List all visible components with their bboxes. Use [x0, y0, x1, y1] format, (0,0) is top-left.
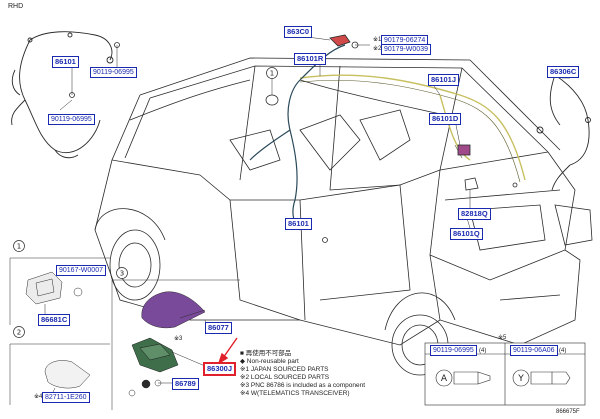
- callout-2: 2: [17, 329, 21, 337]
- pn-86789[interactable]: 86789: [172, 378, 199, 390]
- callout-circles: [13, 67, 278, 338]
- note-line: ※4 W(TELEMATICS TRANSCEIVER): [240, 390, 350, 397]
- pn-90119-06995-left[interactable]: 90119-06995: [48, 114, 95, 125]
- pn-86077[interactable]: 86077: [205, 322, 232, 334]
- note-line: ※2 LOCAL SOURCED PARTS: [240, 374, 330, 381]
- pn-90119-06995-top[interactable]: 90119-06995: [90, 67, 137, 78]
- pn-86101-center[interactable]: 86101: [285, 218, 312, 230]
- inset-1: [9, 257, 110, 325]
- pn-86101q[interactable]: 86101Q: [450, 228, 483, 240]
- pn-86101r[interactable]: 86101R: [294, 53, 327, 65]
- antenna-harness: [249, 44, 346, 231]
- note-line: ■ 再使用不可部品: [240, 350, 292, 357]
- mark-x5: ※5: [498, 335, 507, 341]
- pn-863c0[interactable]: 863C0: [284, 26, 313, 38]
- pn-82818q[interactable]: 82818Q: [458, 208, 491, 220]
- callout-1-main: 1: [270, 70, 274, 78]
- inset-2: [9, 343, 110, 405]
- legend-pn-1[interactable]: 90119-06995: [430, 345, 477, 356]
- mark-x3: ※3: [174, 336, 183, 342]
- mark-x2-top: ※2: [373, 46, 382, 52]
- mark-x4: ※4: [34, 394, 43, 400]
- note-line: ※1 JAPAN SOURCED PARTS: [240, 366, 329, 373]
- legend-symbol-a: A: [441, 374, 448, 384]
- figure-id: 866675F: [556, 409, 580, 415]
- pn-86101d[interactable]: 86101D: [429, 113, 462, 125]
- note-line: ◆ Non-reusable part: [240, 358, 299, 365]
- car-body: [94, 57, 593, 376]
- pn-86306c[interactable]: 86306C: [547, 66, 580, 78]
- callout-3: 3: [120, 270, 124, 278]
- corner-label: RHD: [8, 3, 24, 10]
- legend-symbol-y: Y: [517, 374, 524, 384]
- pn-90179-w0039[interactable]: 90179-W0039: [381, 44, 431, 55]
- right-harness: [536, 74, 591, 191]
- note-line: ※3 PNC 86786 is included as a component: [240, 382, 366, 389]
- notes-list: ■ 再使用不可部品 ◆ Non-reusable part ※1 JAPAN S…: [240, 350, 365, 398]
- pn-86101j[interactable]: 86101J: [428, 74, 460, 86]
- legend-qty-2: (4): [559, 348, 567, 354]
- callout-1: 1: [17, 243, 21, 251]
- pn-90167-w0007[interactable]: 90167-W0007: [56, 265, 106, 276]
- pn-86681c[interactable]: 86681C: [38, 314, 71, 326]
- connectors: [69, 34, 518, 243]
- legend-qty-1: (4): [479, 348, 487, 354]
- left-harness: [11, 31, 114, 159]
- inset-3: [111, 279, 240, 410]
- pn-86101-left[interactable]: 86101: [52, 56, 79, 68]
- pn-82711-1e260[interactable]: 82711-1E260: [42, 392, 90, 403]
- pn-86300j-selected[interactable]: 86300J: [203, 362, 237, 376]
- mark-x1-top: ※1: [373, 37, 382, 43]
- highlight-arrow: [217, 337, 238, 365]
- legend-pn-2[interactable]: 90119-06A06: [510, 345, 558, 356]
